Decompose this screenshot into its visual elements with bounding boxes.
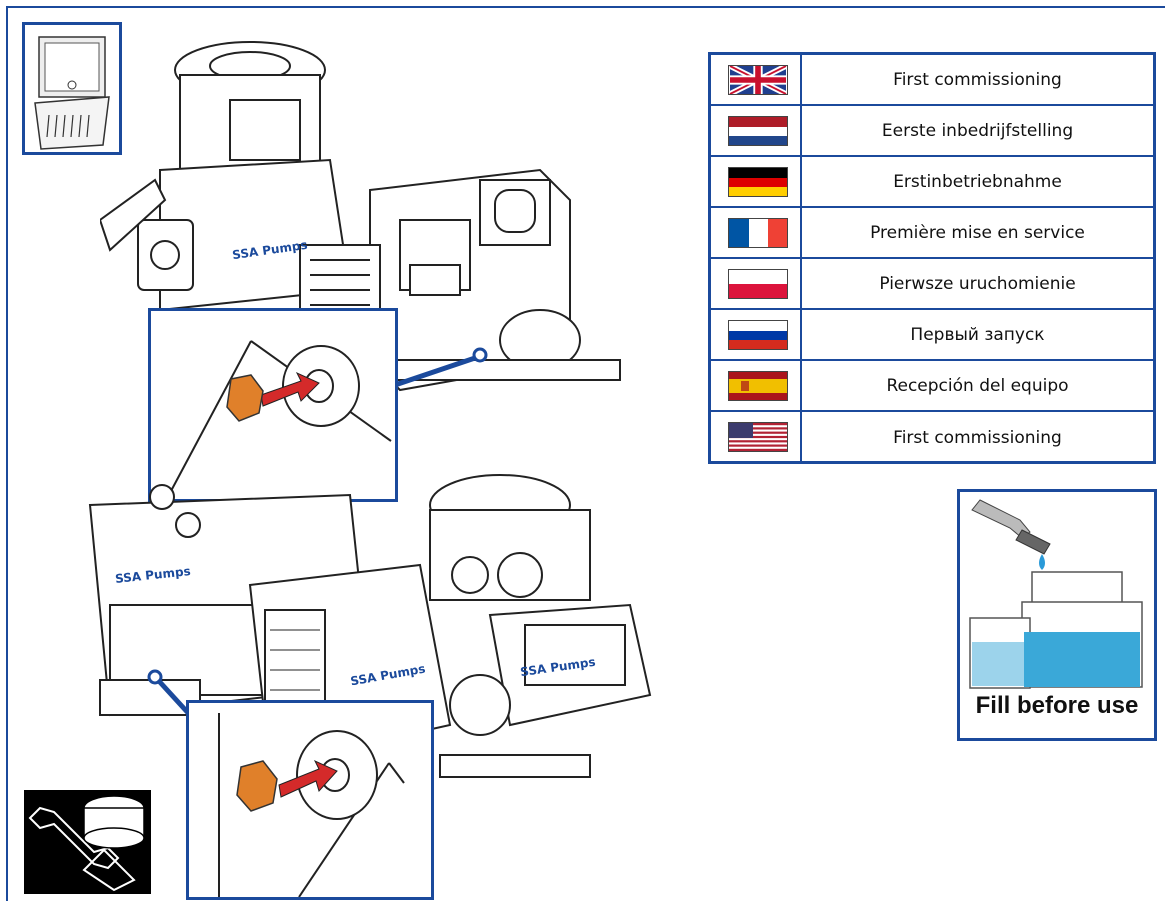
open-lid-icon bbox=[34, 36, 110, 150]
language-label-fr: Première mise en service bbox=[870, 222, 1085, 243]
language-label-de: Erstinbetriebnahme bbox=[893, 171, 1062, 192]
drain-plug-icon bbox=[226, 374, 264, 422]
language-label-nl: Eerste inbedrijfstelling bbox=[881, 120, 1074, 141]
language-label-ru: Первый запуск bbox=[910, 324, 1045, 345]
language-label-pl: Pierwsze uruchomienie bbox=[879, 273, 1076, 294]
language-table: First commissioning Eerste inbedrijfstel… bbox=[708, 52, 1156, 464]
usa-flag-icon bbox=[728, 422, 788, 452]
drain-plug-inset-top bbox=[148, 308, 398, 502]
france-flag-icon bbox=[728, 218, 788, 248]
netherlands-flag-icon bbox=[728, 116, 788, 146]
poland-flag-icon bbox=[728, 269, 788, 299]
bottom-pump-drawing bbox=[88, 474, 652, 778]
drain-plug-diagram bbox=[170, 340, 392, 492]
language-row-nl: Eerste inbedrijfstelling bbox=[711, 106, 1153, 157]
language-row-fr: Première mise en service bbox=[711, 208, 1153, 259]
language-row-pl: Pierwsze uruchomienie bbox=[711, 259, 1153, 310]
germany-flag-icon bbox=[728, 167, 788, 197]
drain-plug-icon-bottom bbox=[236, 760, 278, 812]
wrench-tool-icon bbox=[24, 790, 151, 894]
fill-before-use-label: Fill before use bbox=[975, 692, 1139, 719]
fill-before-use-box: Fill before use bbox=[957, 489, 1157, 741]
language-row-en: First commissioning bbox=[711, 55, 1153, 106]
language-label-es: Recepción del equipo bbox=[886, 375, 1069, 396]
drain-plug-inset-bottom bbox=[186, 700, 434, 900]
language-row-ru: Первый запуск bbox=[711, 310, 1153, 361]
spain-flag-icon bbox=[728, 371, 788, 401]
oil-fill-icon bbox=[969, 499, 1143, 689]
drain-plug-diagram-bottom bbox=[218, 713, 405, 898]
language-row-es: Recepción del equipo bbox=[711, 361, 1153, 412]
page-frame bbox=[6, 6, 1165, 901]
language-row-de: Erstinbetriebnahme bbox=[711, 157, 1153, 208]
russia-flag-icon bbox=[728, 320, 788, 350]
language-label-us: First commissioning bbox=[893, 427, 1062, 448]
uk-flag-icon bbox=[728, 65, 788, 95]
language-row-us: First commissioning bbox=[711, 412, 1153, 463]
lid-inset bbox=[22, 22, 122, 155]
language-label-en: First commissioning bbox=[893, 69, 1062, 90]
top-pump-drawing bbox=[100, 41, 621, 392]
